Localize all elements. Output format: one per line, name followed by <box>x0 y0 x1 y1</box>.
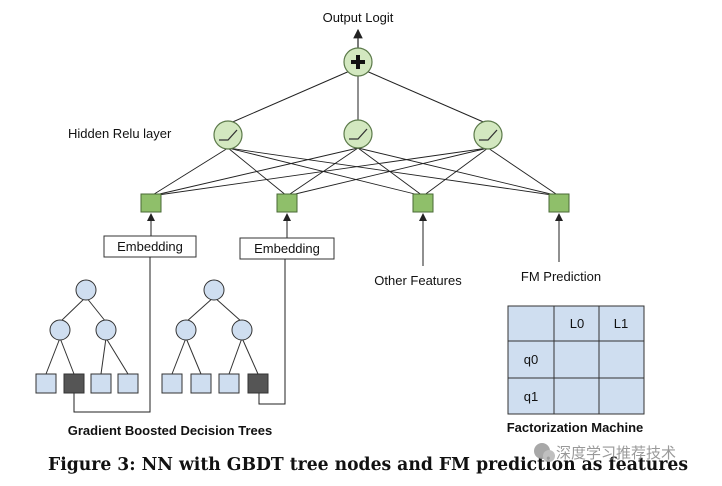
gbdt-label: Gradient Boosted Decision Trees <box>68 423 272 438</box>
fm-row-header-0: q0 <box>524 352 538 367</box>
fm-col-header-1: L1 <box>614 316 628 331</box>
output-sum-node <box>343 47 373 77</box>
feature-box-3 <box>412 193 434 213</box>
embedding-box-1: Embedding <box>103 235 197 258</box>
embedding-label-1: Embedding <box>117 239 183 254</box>
watermark: 深度学习推荐技术 <box>534 443 676 462</box>
embedding-label-2: Embedding <box>254 241 320 256</box>
output-logit-label: Output Logit <box>323 10 394 25</box>
other-features-label: Other Features <box>374 273 462 288</box>
feature-box-4 <box>548 193 570 213</box>
fm-table: L0 L1 q0 q1 <box>507 305 645 415</box>
decision-tree-2 <box>161 279 269 394</box>
leaf-to-embedding-wires <box>73 257 286 413</box>
watermark-text: 深度学习推荐技术 <box>556 444 676 462</box>
decision-tree-1 <box>35 279 139 394</box>
feature-to-hidden-edges <box>150 147 560 197</box>
feature-box-1 <box>140 193 162 213</box>
feature-box-2 <box>276 193 298 213</box>
embedding-box-2: Embedding <box>239 237 335 260</box>
fm-prediction-label: FM Prediction <box>521 269 601 284</box>
hidden-layer-label: Hidden Relu layer <box>68 126 172 141</box>
hidden-relu-node-2 <box>343 119 373 149</box>
figure-caption: Figure 3: NN with GBDT tree nodes and FM… <box>48 455 688 475</box>
hidden-relu-node-3 <box>473 120 503 150</box>
hidden-to-output-edges <box>227 69 489 125</box>
fm-machine-label: Factorization Machine <box>507 420 644 435</box>
fm-col-header-0: L0 <box>570 316 584 331</box>
hidden-relu-node-1 <box>213 120 243 150</box>
fm-row-header-1: q1 <box>524 389 538 404</box>
